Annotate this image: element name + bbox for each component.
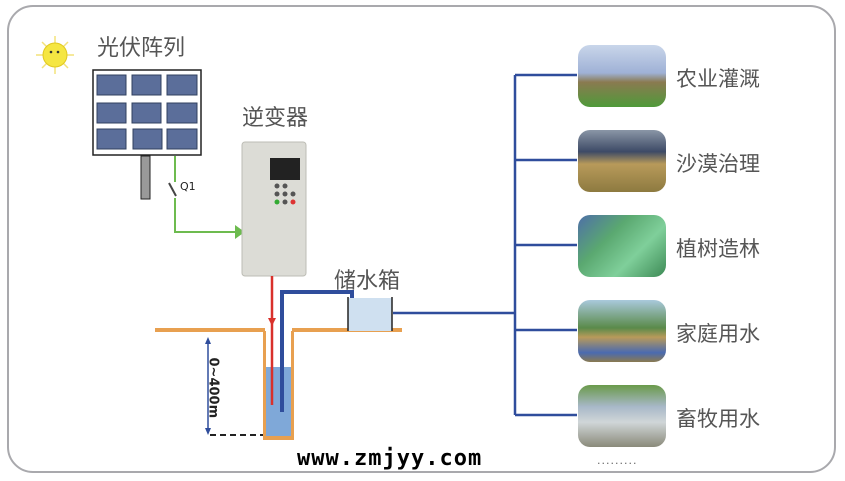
website-watermark: www.zmjyy.com [297,446,483,471]
inverter-label: 逆变器 [242,106,309,131]
application-label: 植树造林 [676,237,760,261]
water-pipe [280,290,354,412]
agriculture-irrigation-photo [578,45,666,107]
ground [155,328,402,440]
desert-control-photo [578,130,666,192]
pv-array-label: 光伏阵列 [97,36,186,61]
application-label: 畜牧用水 [676,407,760,431]
depth-label: 0~400m [205,357,221,419]
afforestation-photo [578,215,666,277]
solar-panel-array [92,69,202,200]
well-water [266,367,291,436]
application-label: 农业灌溉 [676,67,760,91]
more-ellipsis: ......... [597,454,638,467]
water-tank [347,297,393,331]
distribution-pipes [393,73,577,417]
switch-label: Q1 [180,180,196,193]
application-label: 沙漠治理 [676,152,760,176]
diagram-frame [7,5,836,473]
inverter [241,141,307,277]
depth-indicator [205,337,263,436]
household-water-photo [578,300,666,362]
power-wire [168,156,245,239]
livestock-water-photo [578,385,666,447]
sun-icon [36,36,74,74]
tank-label: 储水箱 [334,269,401,294]
application-label: 家庭用水 [676,322,760,346]
